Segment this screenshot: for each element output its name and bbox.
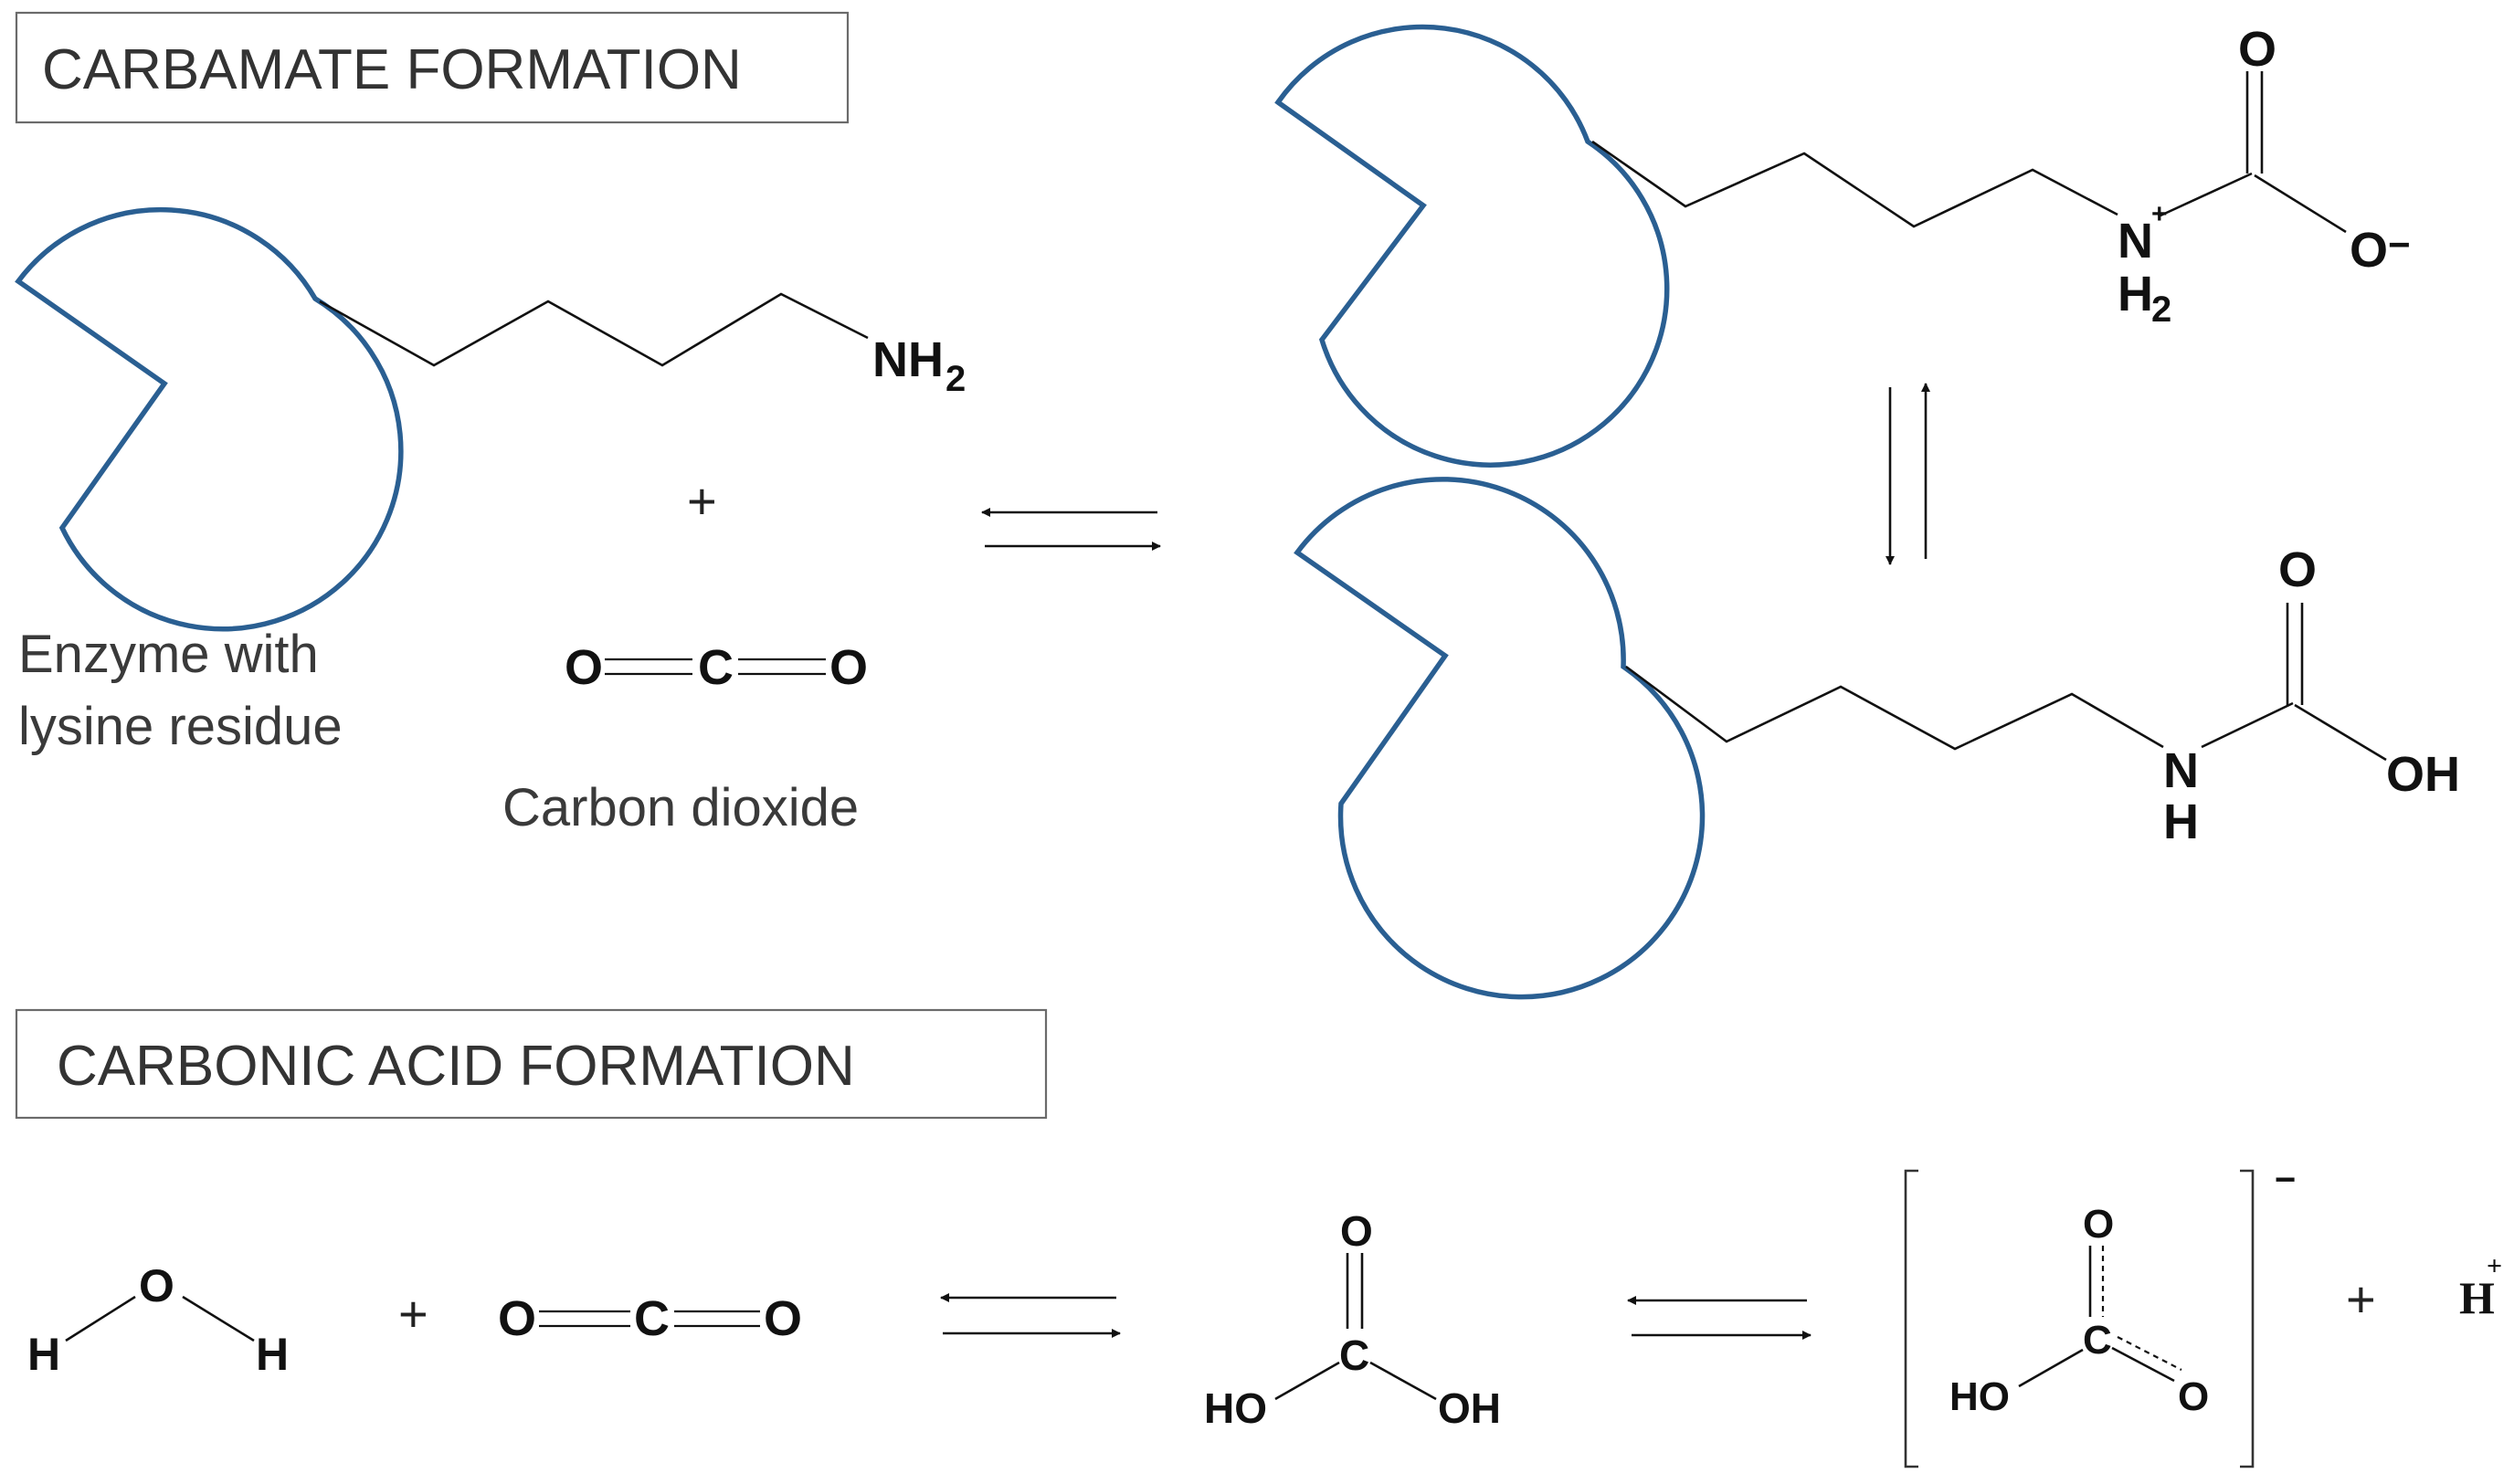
c-oh-bond <box>2294 703 2387 762</box>
ca-o-top: O <box>1340 1207 1373 1255</box>
lysine-chain-product-1 <box>1591 140 2118 228</box>
enzyme-shape-product-2 <box>1294 477 1706 1000</box>
bracket-charge: − <box>2275 1160 2296 1200</box>
carbonic-acid-molecule: O C HO OH <box>1204 1207 1501 1432</box>
carbonic-title-box <box>15 1008 1048 1120</box>
n-plus-label: N <box>2118 214 2153 268</box>
bicarbonate-ion: − O C HO O <box>1904 1160 2296 1468</box>
enzyme-shape-product-1 <box>1274 24 1670 468</box>
plus-sign-2: + <box>398 1285 428 1342</box>
carbonyl-o-2: O <box>2278 542 2317 597</box>
co2-molecule-bottom: O C O <box>498 1291 802 1346</box>
nh2-subscript: 2 <box>945 359 966 399</box>
ca-ho-left: HO <box>1204 1384 1267 1432</box>
co2-c: C <box>698 640 734 695</box>
equilibrium-arrows-vertical <box>1886 383 1930 565</box>
enzyme-label-line2: lysine residue <box>18 697 343 756</box>
co2b-o-right: O <box>764 1291 802 1346</box>
enzyme-lysine-reactant: NH 2 <box>15 206 966 632</box>
plus-sign-1: + <box>687 472 717 530</box>
lysine-chain-product-2 <box>1625 665 2164 751</box>
ca-bond-right <box>1369 1361 1437 1401</box>
left-bracket <box>1904 1169 1918 1468</box>
right-bracket <box>2240 1169 2255 1468</box>
carbonyl-o-1: O <box>2238 22 2276 77</box>
nh-h-label: H <box>2163 795 2199 849</box>
n-plus-charge: + <box>2151 199 2168 229</box>
oh-label: OH <box>2386 747 2460 802</box>
n-c-bond-2 <box>2201 701 2294 749</box>
bc-o-right: O <box>2178 1374 2209 1419</box>
h2-label: H <box>2118 267 2153 321</box>
carbamic-acid-product: N H O OH <box>1294 477 2460 1000</box>
water-h-right: H <box>256 1329 289 1380</box>
water-h-left: H <box>27 1329 60 1380</box>
bc-c: C <box>2083 1318 2112 1363</box>
bc-bond-right-dashed <box>2117 1336 2182 1371</box>
nh2-label: NH <box>872 332 944 387</box>
bc-bond-right-solid <box>2111 1346 2175 1383</box>
water-molecule: H O H <box>27 1260 289 1380</box>
ca-bond-left <box>1274 1361 1340 1401</box>
lysine-chain <box>319 292 869 367</box>
ca-c: C <box>1339 1331 1369 1379</box>
co2-name-label: Carbon dioxide <box>502 778 859 837</box>
carbonic-title: CARBONIC ACID FORMATION <box>57 1035 855 1098</box>
enzyme-shape <box>15 206 404 632</box>
equilibrium-arrows-2 <box>940 1293 1121 1338</box>
carbonic-section: CARBONIC ACID FORMATION H O H + O C O <box>15 1008 2502 1468</box>
o-minus-label: O <box>2350 223 2388 278</box>
bc-ho: HO <box>1949 1374 2010 1419</box>
enzyme-label-line1: Enzyme with <box>18 625 319 684</box>
water-o: O <box>139 1260 174 1311</box>
carbamate-title-box <box>15 11 850 124</box>
co2-o-left: O <box>565 640 603 695</box>
ca-oh-right: OH <box>1438 1384 1501 1432</box>
plus-sign-3: + <box>2346 1270 2376 1328</box>
n-c-bond-1 <box>2160 172 2253 217</box>
o-minus-charge: − <box>2388 223 2411 266</box>
h2-subscript: 2 <box>2151 289 2171 330</box>
co2b-c: C <box>634 1291 670 1346</box>
equilibrium-arrows-1 <box>981 508 1161 551</box>
co2b-o-left: O <box>498 1291 536 1346</box>
co2-o-right: O <box>829 640 868 695</box>
bc-bond-left <box>2018 1348 2084 1388</box>
bc-o-top: O <box>2083 1202 2114 1247</box>
nh-n-label: N <box>2163 743 2199 798</box>
equilibrium-arrows-3 <box>1627 1296 1812 1340</box>
proton-h: H <box>2459 1272 2495 1323</box>
proton-charge: + <box>2487 1251 2502 1281</box>
c-ominus-bond <box>2254 174 2347 234</box>
water-bond-right <box>182 1295 255 1342</box>
carbamate-product: N + H 2 O O − <box>1274 22 2411 468</box>
carbamate-title: CARBAMATE FORMATION <box>42 38 742 101</box>
carbamate-section: CARBAMATE FORMATION NH 2 + Enzyme with l… <box>15 11 2460 1000</box>
co2-molecule-top: O C O <box>565 640 868 695</box>
water-bond-left <box>65 1295 136 1342</box>
proton: H + <box>2459 1251 2502 1323</box>
